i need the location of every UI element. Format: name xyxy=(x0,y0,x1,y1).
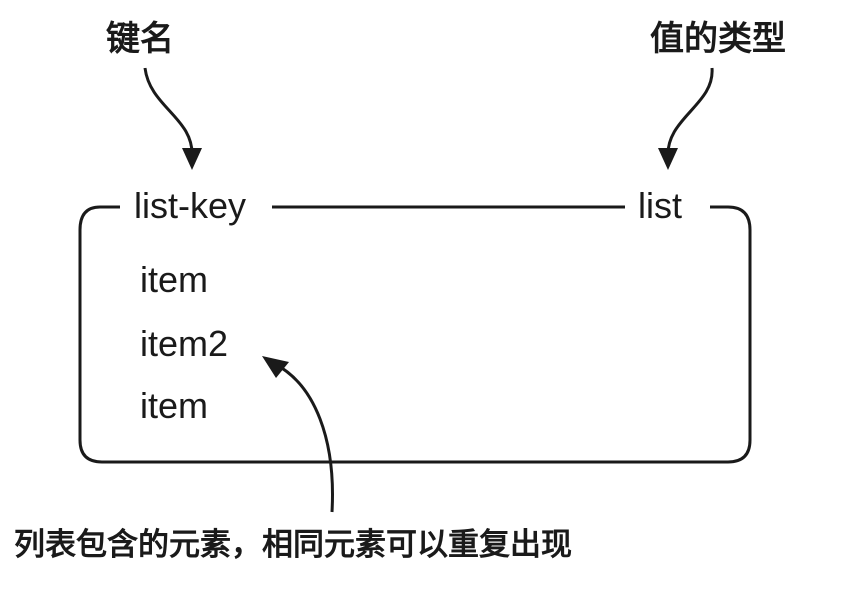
elements-note-label: 列表包含的元素，相同元素可以重复出现 xyxy=(14,527,572,563)
list-container-frame xyxy=(78,205,752,464)
list-item: item xyxy=(140,259,209,300)
list-item: item2 xyxy=(140,323,229,364)
elements-note-arrowhead xyxy=(262,356,289,378)
list-key-label: list-key xyxy=(126,188,255,224)
key-name-label: 键名 xyxy=(106,19,174,59)
elements-note-arrow xyxy=(274,362,334,513)
value-type-arrow xyxy=(666,67,714,159)
value-type-arrowhead xyxy=(658,148,678,170)
value-type-label: 值的类型 xyxy=(650,19,786,59)
key-name-arrow xyxy=(143,67,194,159)
list-type-label: list xyxy=(630,188,690,224)
key-name-arrowhead xyxy=(182,148,202,170)
list-item: item xyxy=(140,385,209,426)
